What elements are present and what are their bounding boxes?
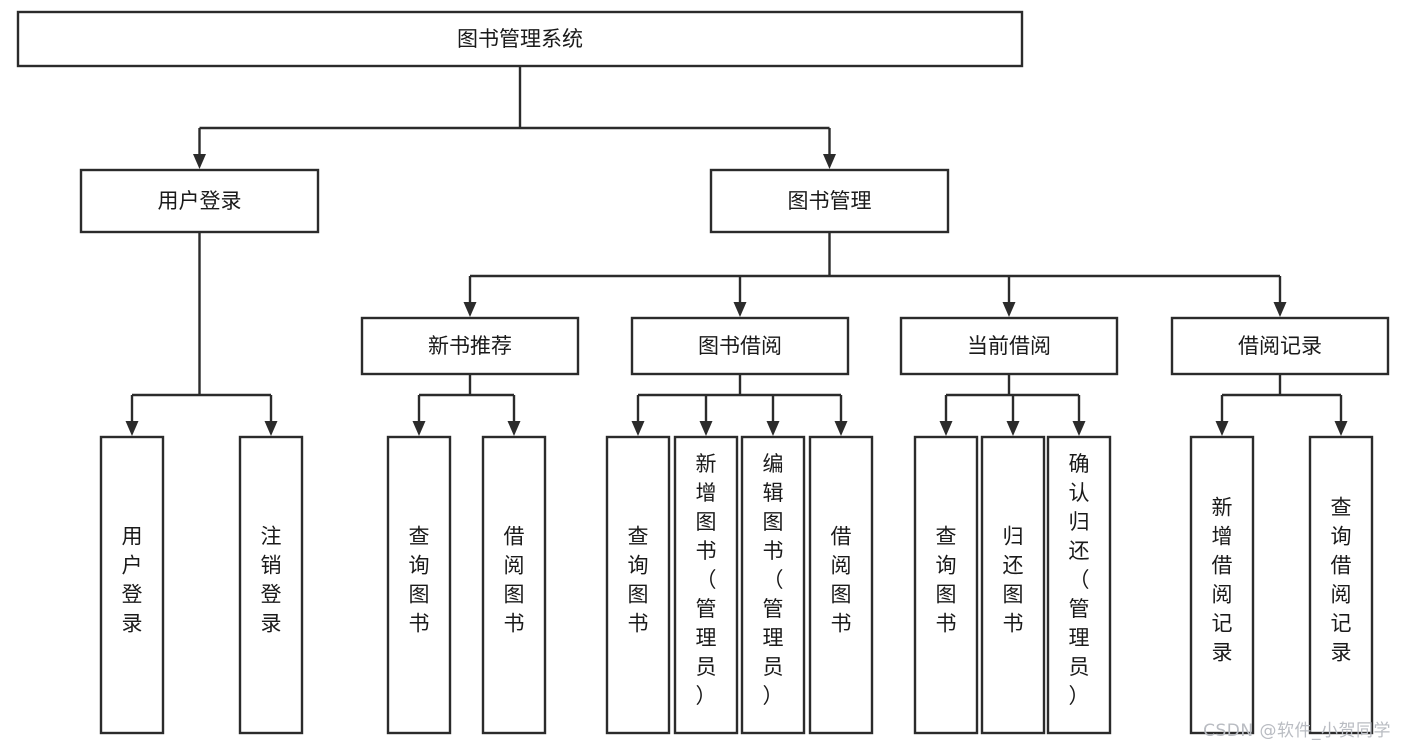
node-bookmgmt[interactable]: 图书管理 [709, 168, 950, 234]
node-current[interactable]: 当前借阅 [899, 316, 1119, 376]
connector-group-current [939, 374, 1086, 436]
node-leaf-cur-return[interactable]: 归还图书 [980, 435, 1046, 735]
arrow-head-icon [1006, 421, 1020, 436]
node-box [1046, 435, 1112, 735]
node-leaf-new-borrow[interactable]: 借阅图书 [481, 435, 547, 735]
node-leaf-rec-add[interactable]: 新增借阅记录 [1189, 435, 1255, 735]
node-box [1308, 435, 1374, 735]
node-label: 查询图书 [409, 525, 430, 636]
node-box [1189, 435, 1255, 735]
connector-group-root [193, 66, 836, 169]
node-box [740, 435, 806, 735]
arrow-head-icon [1273, 302, 1287, 317]
node-label: 注销登录 [261, 525, 282, 636]
arrow-head-icon [1002, 302, 1016, 317]
node-layer: 图书管理系统用户登录图书管理新书推荐图书借阅当前借阅借阅记录用户登录注销登录查询… [16, 10, 1390, 735]
node-label: 图书管理 [788, 189, 872, 213]
node-label: 确认归还（管理员） [1069, 452, 1090, 708]
arrow-head-icon [193, 154, 206, 169]
node-box [238, 435, 304, 735]
node-box [709, 168, 950, 234]
arrow-head-icon [463, 302, 477, 317]
node-label: 图书管理系统 [457, 27, 583, 51]
node-label: 查询借阅记录 [1331, 496, 1352, 665]
node-login[interactable]: 用户登录 [79, 168, 320, 234]
node-box [899, 316, 1119, 376]
node-box [1170, 316, 1390, 376]
node-label: 借阅记录 [1238, 334, 1322, 358]
arrow-head-icon [1072, 421, 1086, 436]
node-label: 借阅图书 [831, 525, 852, 636]
arrow-head-icon [733, 302, 747, 317]
node-box [360, 316, 580, 376]
arrow-head-icon [1334, 421, 1348, 436]
connector-group-login [125, 232, 278, 436]
node-label: 借阅图书 [504, 525, 525, 636]
node-box [16, 10, 1024, 68]
arrow-head-icon [125, 421, 139, 436]
connector-group-newbook [412, 374, 521, 436]
node-box [808, 435, 874, 735]
node-leaf-borrow-edit[interactable]: 编辑图书（管理员） [740, 435, 806, 735]
node-box [673, 435, 739, 735]
node-box [386, 435, 452, 735]
arrow-head-icon [939, 421, 953, 436]
node-box [481, 435, 547, 735]
node-label: 新增借阅记录 [1212, 496, 1233, 665]
node-borrow[interactable]: 图书借阅 [630, 316, 850, 376]
arrow-head-icon [1215, 421, 1229, 436]
arrow-head-icon [264, 421, 278, 436]
node-leaf-borrow-query[interactable]: 查询图书 [605, 435, 671, 735]
node-newbook[interactable]: 新书推荐 [360, 316, 580, 376]
node-label: 用户登录 [158, 189, 242, 213]
arrow-head-icon [631, 421, 645, 436]
node-records[interactable]: 借阅记录 [1170, 316, 1390, 376]
connector-group-borrow [631, 374, 848, 436]
node-leaf-cur-query[interactable]: 查询图书 [913, 435, 979, 735]
connector-layer [125, 66, 1348, 436]
node-box [913, 435, 979, 735]
arrow-head-icon [834, 421, 848, 436]
node-label: 编辑图书（管理员） [763, 452, 784, 708]
node-leaf-borrow-lend[interactable]: 借阅图书 [808, 435, 874, 735]
node-leaf-user-login[interactable]: 用户登录 [99, 435, 165, 735]
node-label: 新书推荐 [428, 334, 512, 358]
node-leaf-new-query[interactable]: 查询图书 [386, 435, 452, 735]
connector-group-records [1215, 374, 1348, 436]
node-leaf-user-logout[interactable]: 注销登录 [238, 435, 304, 735]
node-leaf-rec-query[interactable]: 查询借阅记录 [1308, 435, 1374, 735]
node-leaf-borrow-add[interactable]: 新增图书（管理员） [673, 435, 739, 735]
node-leaf-cur-confirm[interactable]: 确认归还（管理员） [1046, 435, 1112, 735]
node-box [79, 168, 320, 234]
node-box [980, 435, 1046, 735]
arrow-head-icon [699, 421, 713, 436]
node-label: 查询图书 [628, 525, 649, 636]
node-label: 归还图书 [1003, 525, 1024, 636]
arrow-head-icon [507, 421, 521, 436]
node-box [99, 435, 165, 735]
node-box [605, 435, 671, 735]
node-label: 新增图书（管理员） [696, 452, 717, 708]
node-label: 当前借阅 [967, 334, 1051, 358]
node-box [630, 316, 850, 376]
node-label: 用户登录 [122, 525, 143, 636]
connector-group-bookmgmt [463, 232, 1287, 317]
arrow-head-icon [412, 421, 426, 436]
node-label: 图书借阅 [698, 334, 782, 358]
node-label: 查询图书 [936, 525, 957, 636]
arrow-head-icon [823, 154, 836, 169]
node-root[interactable]: 图书管理系统 [16, 10, 1024, 68]
arrow-head-icon [766, 421, 780, 436]
